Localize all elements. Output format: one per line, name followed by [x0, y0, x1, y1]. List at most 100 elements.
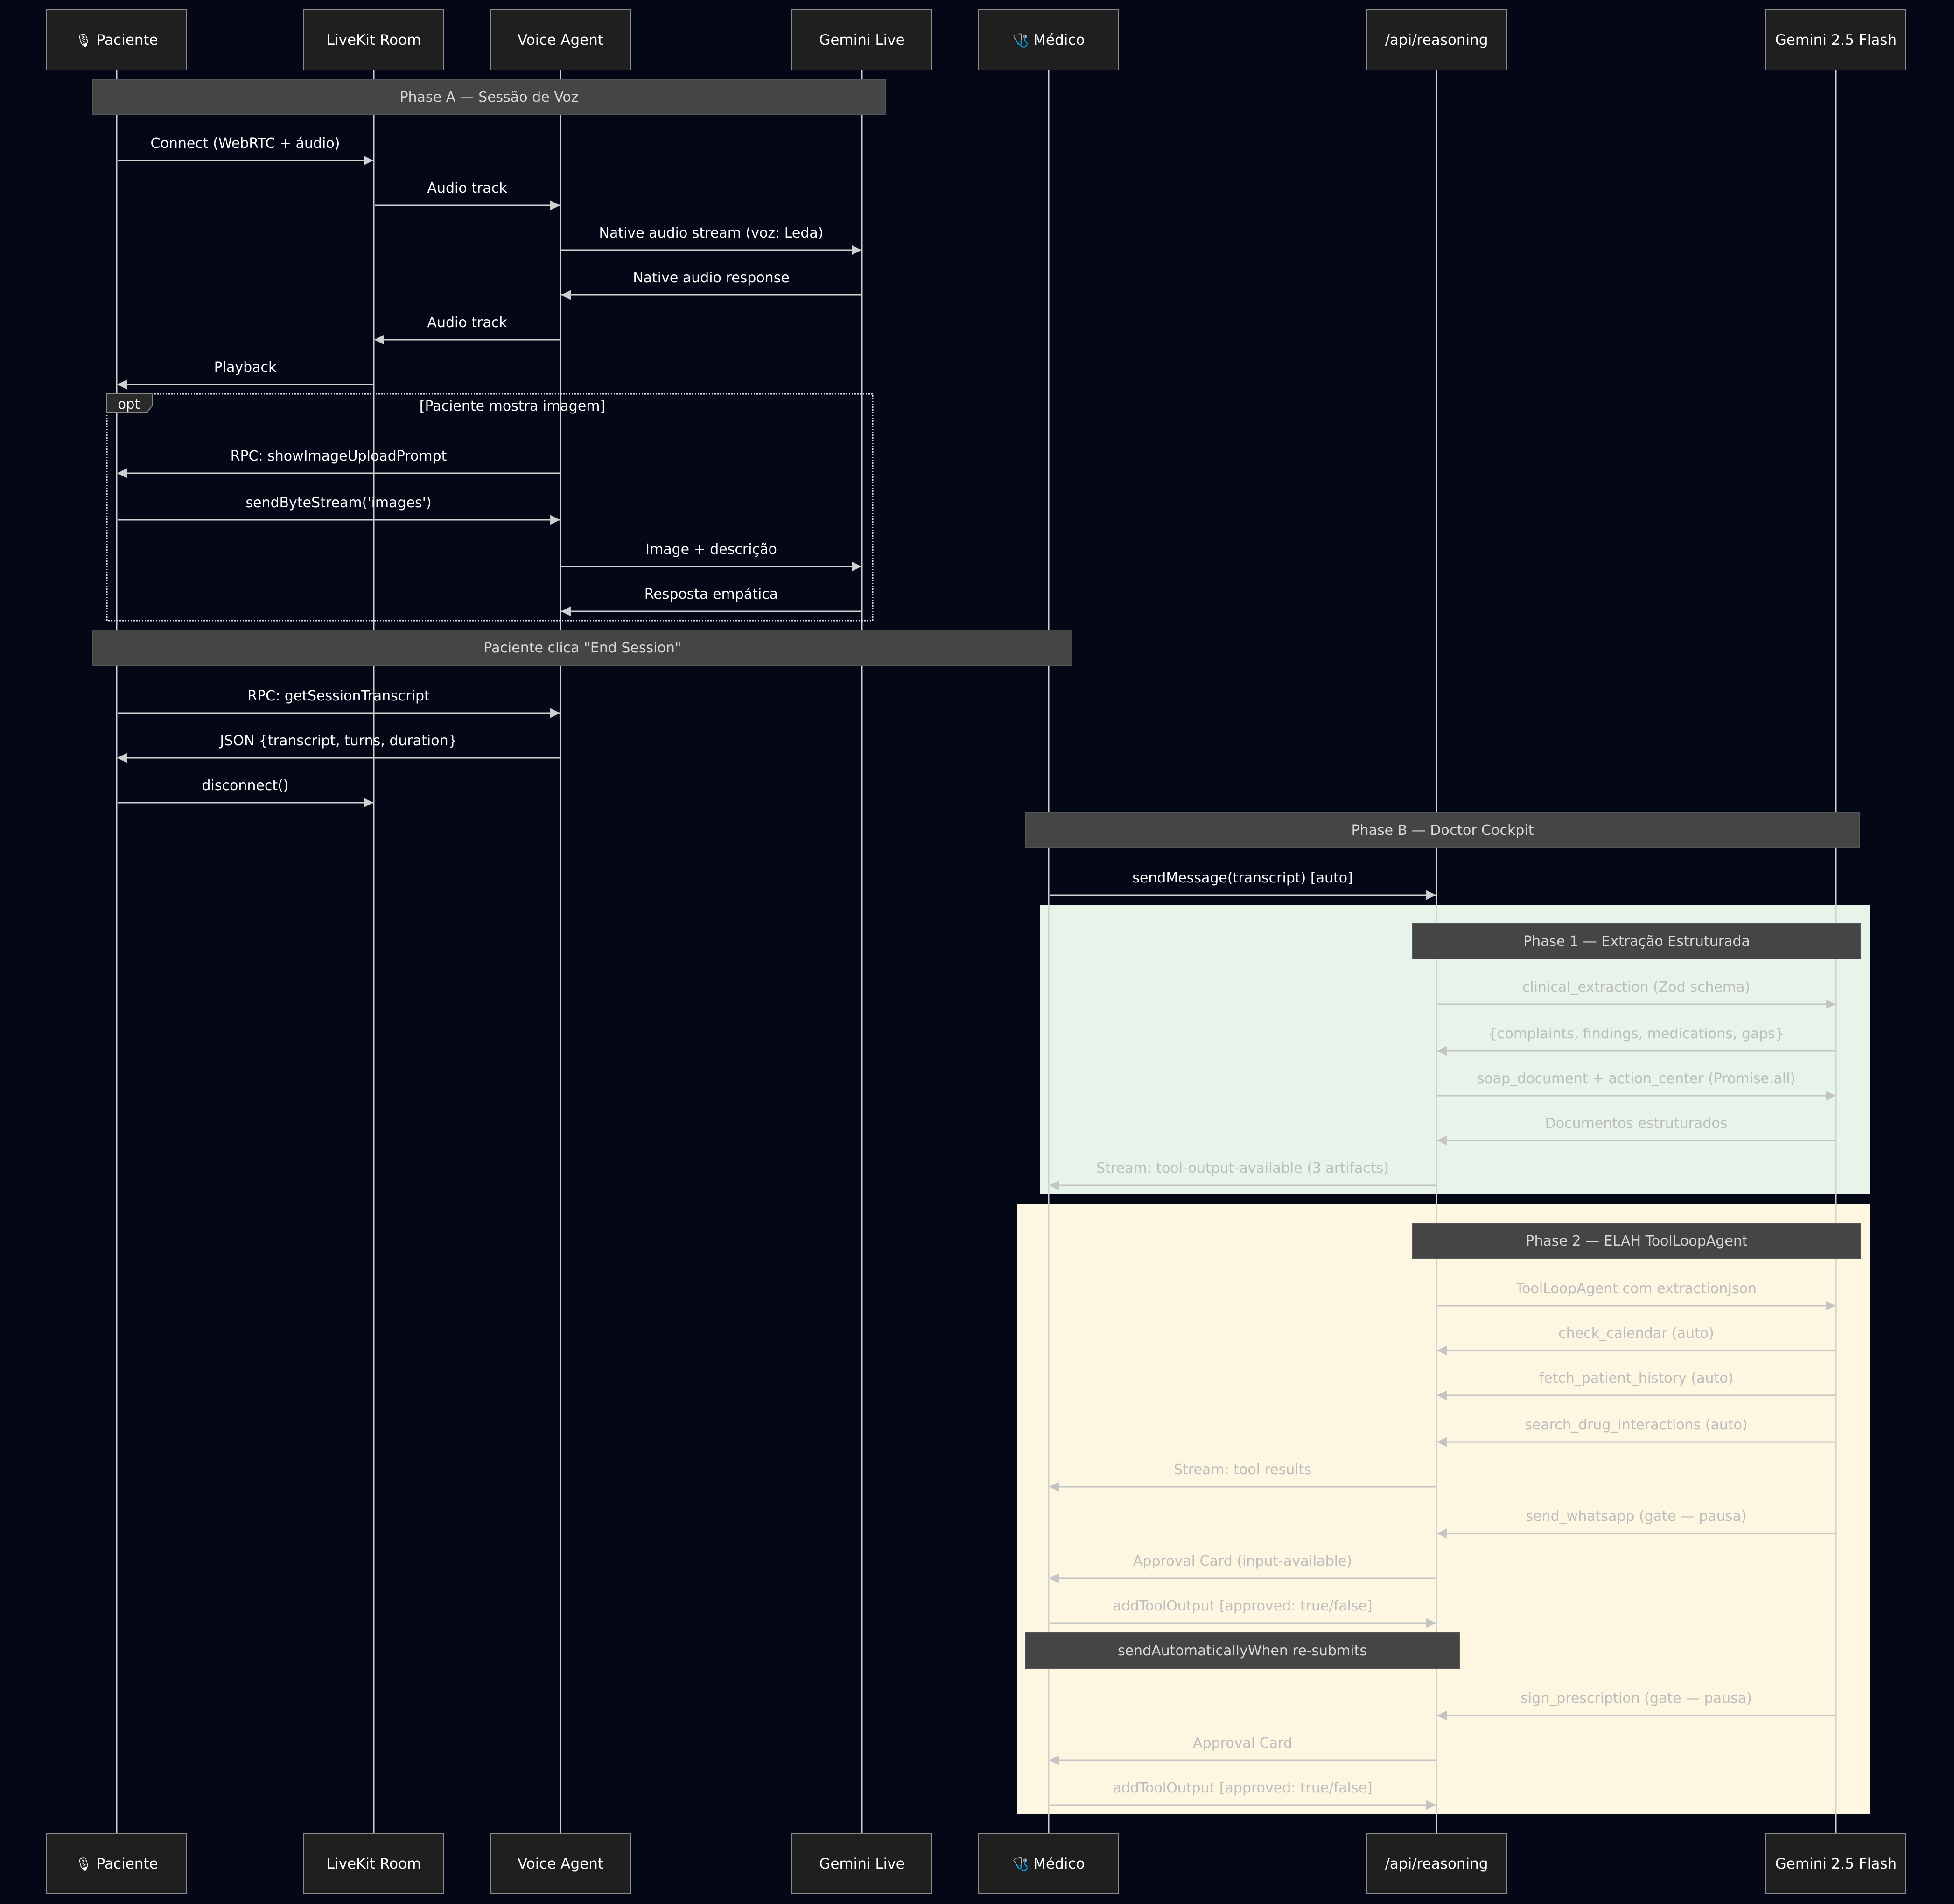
- participant-voice-bottom: Voice Agent: [490, 1833, 631, 1894]
- participant-name: Médico: [1033, 1855, 1085, 1872]
- microphone-icon: 🎙: [75, 1856, 92, 1872]
- note-resubmit-text: sendAutomaticallyWhen re-submits: [1118, 1643, 1367, 1659]
- participant-gemlive-bottom: Gemini Live: [791, 1833, 932, 1894]
- opt-frame: opt [Paciente mostra imagem]: [106, 393, 874, 622]
- participant-box: [1765, 1833, 1906, 1894]
- message-label: Playback: [214, 359, 277, 376]
- participant-flash-top: Gemini 2.5 Flash: [1765, 9, 1906, 70]
- note-phase-a: Phase A — Sessão de Voz: [92, 79, 886, 115]
- participant-name: Médico: [1033, 32, 1085, 49]
- note-phase-b-text: Phase B — Doctor Cockpit: [1351, 822, 1534, 839]
- messages: Connect (WebRTC + áudio) Audio trackNativ…: [117, 135, 1836, 1810]
- participant-label: Gemini 2.5 Flash: [1775, 1855, 1897, 1872]
- participant-paciente-bottom: 🎙 Paciente: [46, 1833, 187, 1894]
- opt-frame-border: [106, 393, 874, 622]
- participant-label: 🩺 Médico: [1013, 32, 1085, 49]
- participant-label: Voice Agent: [518, 32, 603, 49]
- note-phase-2-text: Phase 2 — ELAH ToolLoopAgent: [1526, 1233, 1747, 1249]
- participant-box: [978, 9, 1119, 70]
- message: Connect (WebRTC + áudio): [118, 135, 374, 166]
- message-label: Image + descrição: [645, 541, 777, 558]
- message-label: clinical_extraction (Zod schema): [1522, 979, 1750, 995]
- message: Stream: tool results: [1049, 1462, 1436, 1492]
- participant-name: LiveKit Room: [327, 32, 421, 49]
- message: RPC: getSessionTranscript: [118, 688, 560, 718]
- participant-box: [1366, 9, 1507, 70]
- stethoscope-icon: 🩺: [1013, 1856, 1029, 1872]
- participant-name: Gemini Live: [819, 32, 904, 49]
- message: {complaints, findings, medications, gaps…: [1436, 1026, 1835, 1056]
- message: addToolOutput [approved: true/false]: [1050, 1780, 1436, 1810]
- participant-box: [791, 1833, 932, 1894]
- participant-name: Paciente: [97, 32, 158, 49]
- message-label: soap_document + action_center (Promise.a…: [1477, 1071, 1796, 1087]
- note-phase-1-text: Phase 1 — Extração Estruturada: [1523, 933, 1750, 950]
- note-phase-2: Phase 2 — ELAH ToolLoopAgent: [1412, 1223, 1861, 1259]
- message: Stream: tool-output-available (3 artifac…: [1049, 1160, 1436, 1190]
- message-label: ToolLoopAgent com extractionJson: [1515, 1281, 1757, 1297]
- message-label: send_whatsapp (gate — pausa): [1526, 1508, 1746, 1525]
- message-label: disconnect(): [202, 777, 288, 794]
- participant-flash-bottom: Gemini 2.5 Flash: [1765, 1833, 1906, 1894]
- message: addToolOutput [approved: true/false]: [1050, 1598, 1436, 1628]
- participant-label: 🎙 Paciente: [75, 1855, 158, 1872]
- message-label: Approval Card (input-available): [1133, 1553, 1352, 1569]
- message: Native audio response: [560, 270, 861, 300]
- message: Documentos estruturados: [1436, 1115, 1835, 1146]
- opt-condition: [Paciente mostra imagem]: [420, 398, 605, 414]
- message-label: sendByteStream('images'): [245, 495, 431, 511]
- message-label: RPC: showImageUploadPrompt: [231, 448, 447, 464]
- participant-api-bottom: /api/reasoning: [1366, 1833, 1507, 1894]
- message: ToolLoopAgent com extractionJson: [1437, 1281, 1836, 1311]
- message: Playback: [117, 359, 373, 390]
- message: Approval Card: [1049, 1735, 1436, 1765]
- message: Resposta empática: [560, 586, 861, 616]
- message-label: {complaints, findings, medications, gaps…: [1488, 1026, 1784, 1042]
- message-label: Connect (WebRTC + áudio): [151, 135, 340, 152]
- message-label: sign_prescription (gate — pausa): [1520, 1690, 1752, 1707]
- participant-label: LiveKit Room: [327, 32, 421, 49]
- participant-name: LiveKit Room: [327, 1855, 421, 1872]
- message: JSON {transcript, turns, duration}: [117, 733, 560, 763]
- note-phase-1: Phase 1 — Extração Estruturada: [1412, 923, 1861, 959]
- note-resubmit: sendAutomaticallyWhen re-submits: [1025, 1632, 1460, 1669]
- lifelines: [116, 70, 1837, 1833]
- message-label: JSON {transcript, turns, duration}: [219, 733, 457, 749]
- participant-label: 🩺 Médico: [1013, 1855, 1085, 1872]
- message-label: addToolOutput [approved: true/false]: [1113, 1598, 1372, 1614]
- participant-livekit-bottom: LiveKit Room: [303, 1833, 444, 1894]
- message: Audio track: [374, 315, 560, 345]
- message: fetch_patient_history (auto): [1436, 1370, 1835, 1400]
- participant-name: /api/reasoning: [1385, 32, 1488, 49]
- participant-medico-top: 🩺 Médico: [978, 9, 1119, 70]
- opt-keyword: opt: [118, 396, 140, 412]
- participant-box: [46, 1833, 187, 1894]
- message: clinical_extraction (Zod schema): [1437, 979, 1836, 1009]
- message-label: RPC: getSessionTranscript: [247, 688, 430, 704]
- participant-name: Gemini 2.5 Flash: [1775, 1855, 1897, 1872]
- microphone-icon: 🎙: [75, 33, 92, 48]
- participant-name: Gemini Live: [819, 1855, 904, 1872]
- participant-label: Gemini Live: [819, 32, 904, 49]
- participant-label: /api/reasoning: [1385, 32, 1488, 49]
- participant-name: /api/reasoning: [1385, 1855, 1488, 1872]
- participant-box: [490, 9, 631, 70]
- message: sendMessage(transcript) [auto]: [1050, 870, 1436, 900]
- message: Image + descrição: [561, 541, 862, 572]
- participant-paciente-top: 🎙 Paciente: [46, 9, 187, 70]
- participant-label: Gemini Live: [819, 1855, 904, 1872]
- message-label: Resposta empática: [644, 586, 778, 602]
- message: disconnect(): [118, 777, 374, 808]
- message-label: addToolOutput [approved: true/false]: [1113, 1780, 1372, 1796]
- message-label: Stream: tool-output-available (3 artifac…: [1096, 1160, 1389, 1176]
- participant-voice-top: Voice Agent: [490, 9, 631, 70]
- message: RPC: showImageUploadPrompt: [117, 448, 560, 478]
- message: Approval Card (input-available): [1049, 1553, 1436, 1583]
- participant-box: [791, 9, 932, 70]
- participant-name: Voice Agent: [518, 32, 603, 49]
- message-label: sendMessage(transcript) [auto]: [1132, 870, 1353, 886]
- message: send_whatsapp (gate — pausa): [1436, 1508, 1835, 1539]
- participant-label: 🎙 Paciente: [75, 32, 158, 49]
- message: search_drug_interactions (auto): [1436, 1417, 1835, 1447]
